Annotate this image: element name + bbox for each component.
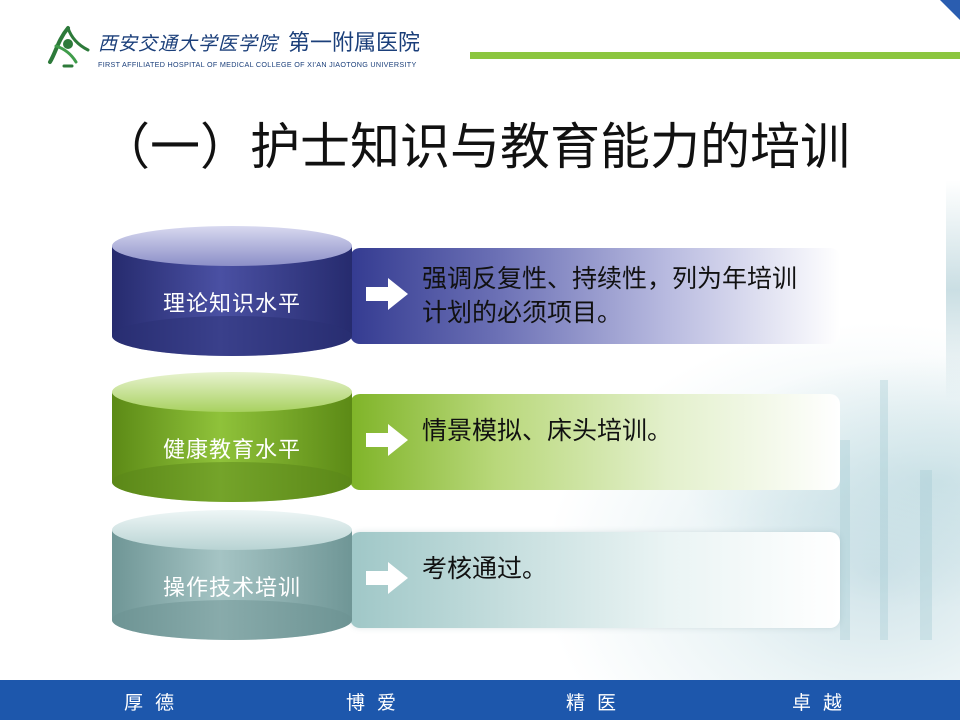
hospital-name: 第一附属医院 — [288, 31, 421, 56]
cylinder-shape — [112, 372, 352, 502]
row-label: 健康教育水平 — [162, 438, 301, 463]
row-label: 理论知识水平 — [162, 292, 301, 317]
arrow-right-icon — [366, 562, 408, 594]
slide-title: （一）护士知识与教育能力的培训 — [100, 118, 850, 176]
description-bar: 强调反复性、持续性，列为年培训计划的必须项目。 — [350, 248, 840, 344]
training-row-health-education: 情景模拟、床头培训。 健康教育水平 — [110, 370, 840, 502]
hospital-logo: 西安交通大学医学院 第一附属医院 FIRST AFFILIATED HOSPIT… — [42, 22, 420, 72]
footer-bar: 厚德 博爱 精医 卓越 — [0, 680, 960, 720]
footer-motto-4: 卓越 — [792, 692, 855, 714]
footer-motto-3: 精医 — [566, 692, 629, 714]
school-name: 西安交通大学医学院 — [98, 33, 279, 55]
arrow-right-icon — [366, 424, 408, 456]
cylinder-shape — [112, 226, 352, 356]
hospital-name-en: FIRST AFFILIATED HOSPITAL OF MEDICAL COL… — [98, 60, 417, 69]
row-description: 强调反复性、持续性，列为年培训计划的必须项目。 — [422, 264, 798, 327]
corner-decoration — [940, 0, 960, 20]
footer-motto-2: 博爱 — [346, 692, 409, 714]
hospital-logo-icon — [42, 22, 94, 72]
row-description: 考核通过。 — [422, 554, 548, 583]
description-bar: 考核通过。 — [350, 532, 840, 628]
arrow-right-icon — [366, 278, 408, 310]
footer-motto-1: 厚德 — [124, 692, 187, 714]
row-label: 操作技术培训 — [162, 576, 301, 601]
cylinder-shape — [112, 510, 352, 640]
description-bar: 情景模拟、床头培训。 — [350, 394, 840, 490]
background-edge-decoration — [946, 180, 960, 400]
training-row-theory: 强调反复性、持续性，列为年培训计划的必须项目。 理论知识水平 — [110, 224, 840, 356]
header-divider — [470, 52, 960, 59]
training-row-operation-skills: 考核通过。 操作技术培训 — [110, 508, 840, 640]
row-description: 情景模拟、床头培训。 — [422, 416, 673, 445]
